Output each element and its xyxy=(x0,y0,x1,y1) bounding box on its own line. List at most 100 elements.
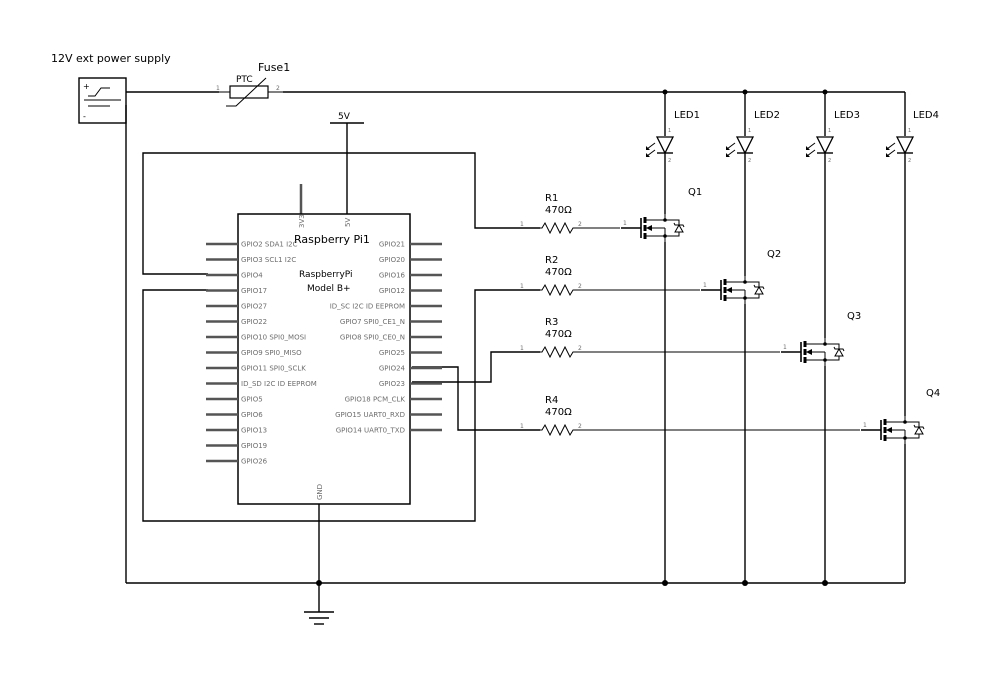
rpi-pin-5v: 5V xyxy=(344,218,352,227)
channel-3: 121 xyxy=(781,89,845,583)
rpi-left-pin-label: GPIO9 SPI0_MISO xyxy=(241,349,302,357)
led4-label: LED4 xyxy=(913,110,939,121)
r4-pin1: 1 xyxy=(520,423,524,430)
led1-pin2: 2 xyxy=(668,158,671,164)
r2-name: R2 xyxy=(545,255,558,266)
r1-value: 470Ω xyxy=(545,205,572,216)
led4-pin2: 2 xyxy=(908,158,911,164)
led-1: 12 xyxy=(646,128,675,164)
rpi-left-pin-label: GPIO22 xyxy=(241,318,267,326)
led-2: 12 xyxy=(726,128,755,164)
wire-gpio4-r1 xyxy=(142,152,540,275)
rpi-model: Model B+ xyxy=(307,284,351,294)
rpi-left-pin-label: GPIO27 xyxy=(241,303,267,311)
r4-pin2: 2 xyxy=(578,423,582,430)
mosfet-q1: 1 xyxy=(621,214,685,242)
supply-5v-label: 5V xyxy=(338,112,351,122)
led1-pin1: 1 xyxy=(668,128,671,134)
q2-label: Q2 xyxy=(767,249,781,260)
q2-gate-pin: 1 xyxy=(703,282,707,289)
rpi-left-pin-label: GPIO3 SCL1 I2C xyxy=(241,256,296,264)
rpi-right-pin-label: GPIO18 PCM_CLK xyxy=(345,396,406,404)
rpi-right-pin-label: ID_SC I2C ID EEPROM xyxy=(330,303,405,311)
q1-label: Q1 xyxy=(688,187,702,198)
rpi-right-pin-label: GPIO23 xyxy=(379,380,405,388)
q3-gate-pin: 1 xyxy=(783,344,787,351)
fuse-pin2: 2 xyxy=(276,85,280,92)
r4-name: R4 xyxy=(545,395,558,406)
ground-symbol xyxy=(304,611,334,625)
resistor-r4: R4 470Ω 1 2 xyxy=(520,395,860,437)
mosfet-q3: 1 xyxy=(781,338,845,366)
q3-label: Q3 xyxy=(847,311,861,322)
rpi-body xyxy=(237,213,411,505)
q1-gate-pin: 1 xyxy=(623,220,627,227)
wire-gpio23-r3 xyxy=(412,351,540,383)
rpi-name: Raspberry Pi1 xyxy=(294,233,370,246)
r3-value: 470Ω xyxy=(545,329,572,340)
rpi-left-pin-label: GPIO10 SPI0_MOSI xyxy=(241,334,306,342)
rpi-left-pin-label: ID_SD I2C ID EEPROM xyxy=(241,380,317,388)
rpi-right-pin-label: GPIO8 SPI0_CE0_N xyxy=(340,334,405,342)
rpi-left-pin-list: GPIO2 SDA1 I2C GPIO3 SCL1 I2C GPIO4GPIO17G… xyxy=(206,241,317,466)
resistor-r2: R2 470Ω 1 2 xyxy=(520,255,700,297)
rpi-left-pin-label: GPIO4 xyxy=(241,272,263,280)
junction-gnd-rpi xyxy=(316,580,322,586)
resistor-r1: R1 470Ω 1 2 xyxy=(520,193,620,235)
rpi-left-pin-label: GPIO2 SDA1 I2C xyxy=(241,241,298,249)
rpi-left-pin-label: GPIO5 xyxy=(241,396,263,404)
rpi-pin-3v3: 3V3 xyxy=(298,214,306,228)
led-3: 12 xyxy=(806,128,835,164)
rpi-right-pin-label: GPIO24 xyxy=(379,365,406,373)
led3-pin2: 2 xyxy=(828,158,831,164)
led2-pin2: 2 xyxy=(748,158,751,164)
led3-label: LED3 xyxy=(834,110,860,121)
led3-pin1: 1 xyxy=(828,128,831,134)
channel-2: 121 xyxy=(701,89,765,583)
r1-pin2: 2 xyxy=(578,221,582,228)
mosfet-q2: 1 xyxy=(701,276,765,304)
r2-pin1: 1 xyxy=(520,283,524,290)
power-supply-minus: - xyxy=(83,112,86,121)
rpi-right-pin-label: GPIO16 xyxy=(379,272,406,280)
fuse-type: PTC xyxy=(236,75,253,85)
fuse-pin1: 1 xyxy=(216,85,220,92)
channel-1: 121 xyxy=(621,89,685,583)
rpi-right-pin-label: GPIO14 UART0_TXD xyxy=(336,427,405,435)
power-supply-symbol: + - xyxy=(78,77,127,124)
r3-pin1: 1 xyxy=(520,345,524,352)
r4-value: 470Ω xyxy=(545,407,572,418)
led1-label: LED1 xyxy=(674,110,700,121)
led-4: 12 xyxy=(886,128,915,164)
mosfet-q4: 1 xyxy=(861,416,925,444)
rpi-right-pin-label: GPIO12 xyxy=(379,287,405,295)
wire-gpio17-r2 xyxy=(142,289,540,522)
fuse-name: Fuse1 xyxy=(258,61,290,74)
resistor-r3: R3 470Ω 1 2 xyxy=(520,317,780,359)
r1-pin1: 1 xyxy=(520,221,524,228)
rpi-left-pin-label: GPIO6 xyxy=(241,411,263,419)
r3-pin2: 2 xyxy=(578,345,582,352)
rpi-pin-gnd: GND xyxy=(316,484,324,500)
rpi-right-pin-label: GPIO15 UART0_RXD xyxy=(335,411,405,419)
q4-gate-pin: 1 xyxy=(863,422,867,429)
rpi-right-pin-label: GPIO20 xyxy=(379,256,405,264)
raspberry-pi: Raspberry Pi1 RaspberryPi Model B+ 3V3 5… xyxy=(206,213,442,505)
fuse-ptc: Fuse1 PTC 1 2 xyxy=(216,61,290,107)
power-supply-label: 12V ext power supply xyxy=(51,52,171,65)
led2-label: LED2 xyxy=(754,110,780,121)
channel-4: 121 xyxy=(861,92,925,583)
r2-pin2: 2 xyxy=(578,283,582,290)
rpi-left-pin-label: GPIO17 xyxy=(241,287,267,295)
power-supply-plus: + xyxy=(83,82,90,91)
led2-pin1: 1 xyxy=(748,128,751,134)
rpi-left-pin-label: GPIO26 xyxy=(241,458,268,466)
led4-pin1: 1 xyxy=(908,128,911,134)
rpi-right-pin-label: GPIO21 xyxy=(379,241,405,249)
rpi-left-pin-label: GPIO19 xyxy=(241,442,267,450)
r2-value: 470Ω xyxy=(545,267,572,278)
r3-name: R3 xyxy=(545,317,558,328)
